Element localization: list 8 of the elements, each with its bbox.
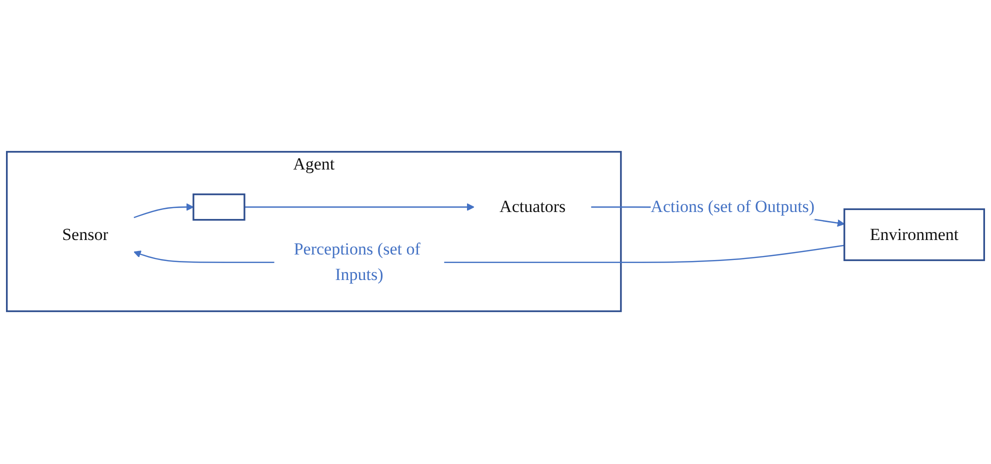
node-box: Environment — [844, 208, 986, 262]
arrow — [134, 204, 194, 219]
arrow — [244, 204, 474, 212]
node-text: Actuators — [500, 198, 566, 217]
edge-label: Actions (set of Outputs) — [650, 198, 815, 217]
node-box — [192, 194, 246, 222]
edge-label: Perceptions (set of Inputs) — [294, 240, 420, 285]
node-text: Sensor — [62, 226, 108, 245]
